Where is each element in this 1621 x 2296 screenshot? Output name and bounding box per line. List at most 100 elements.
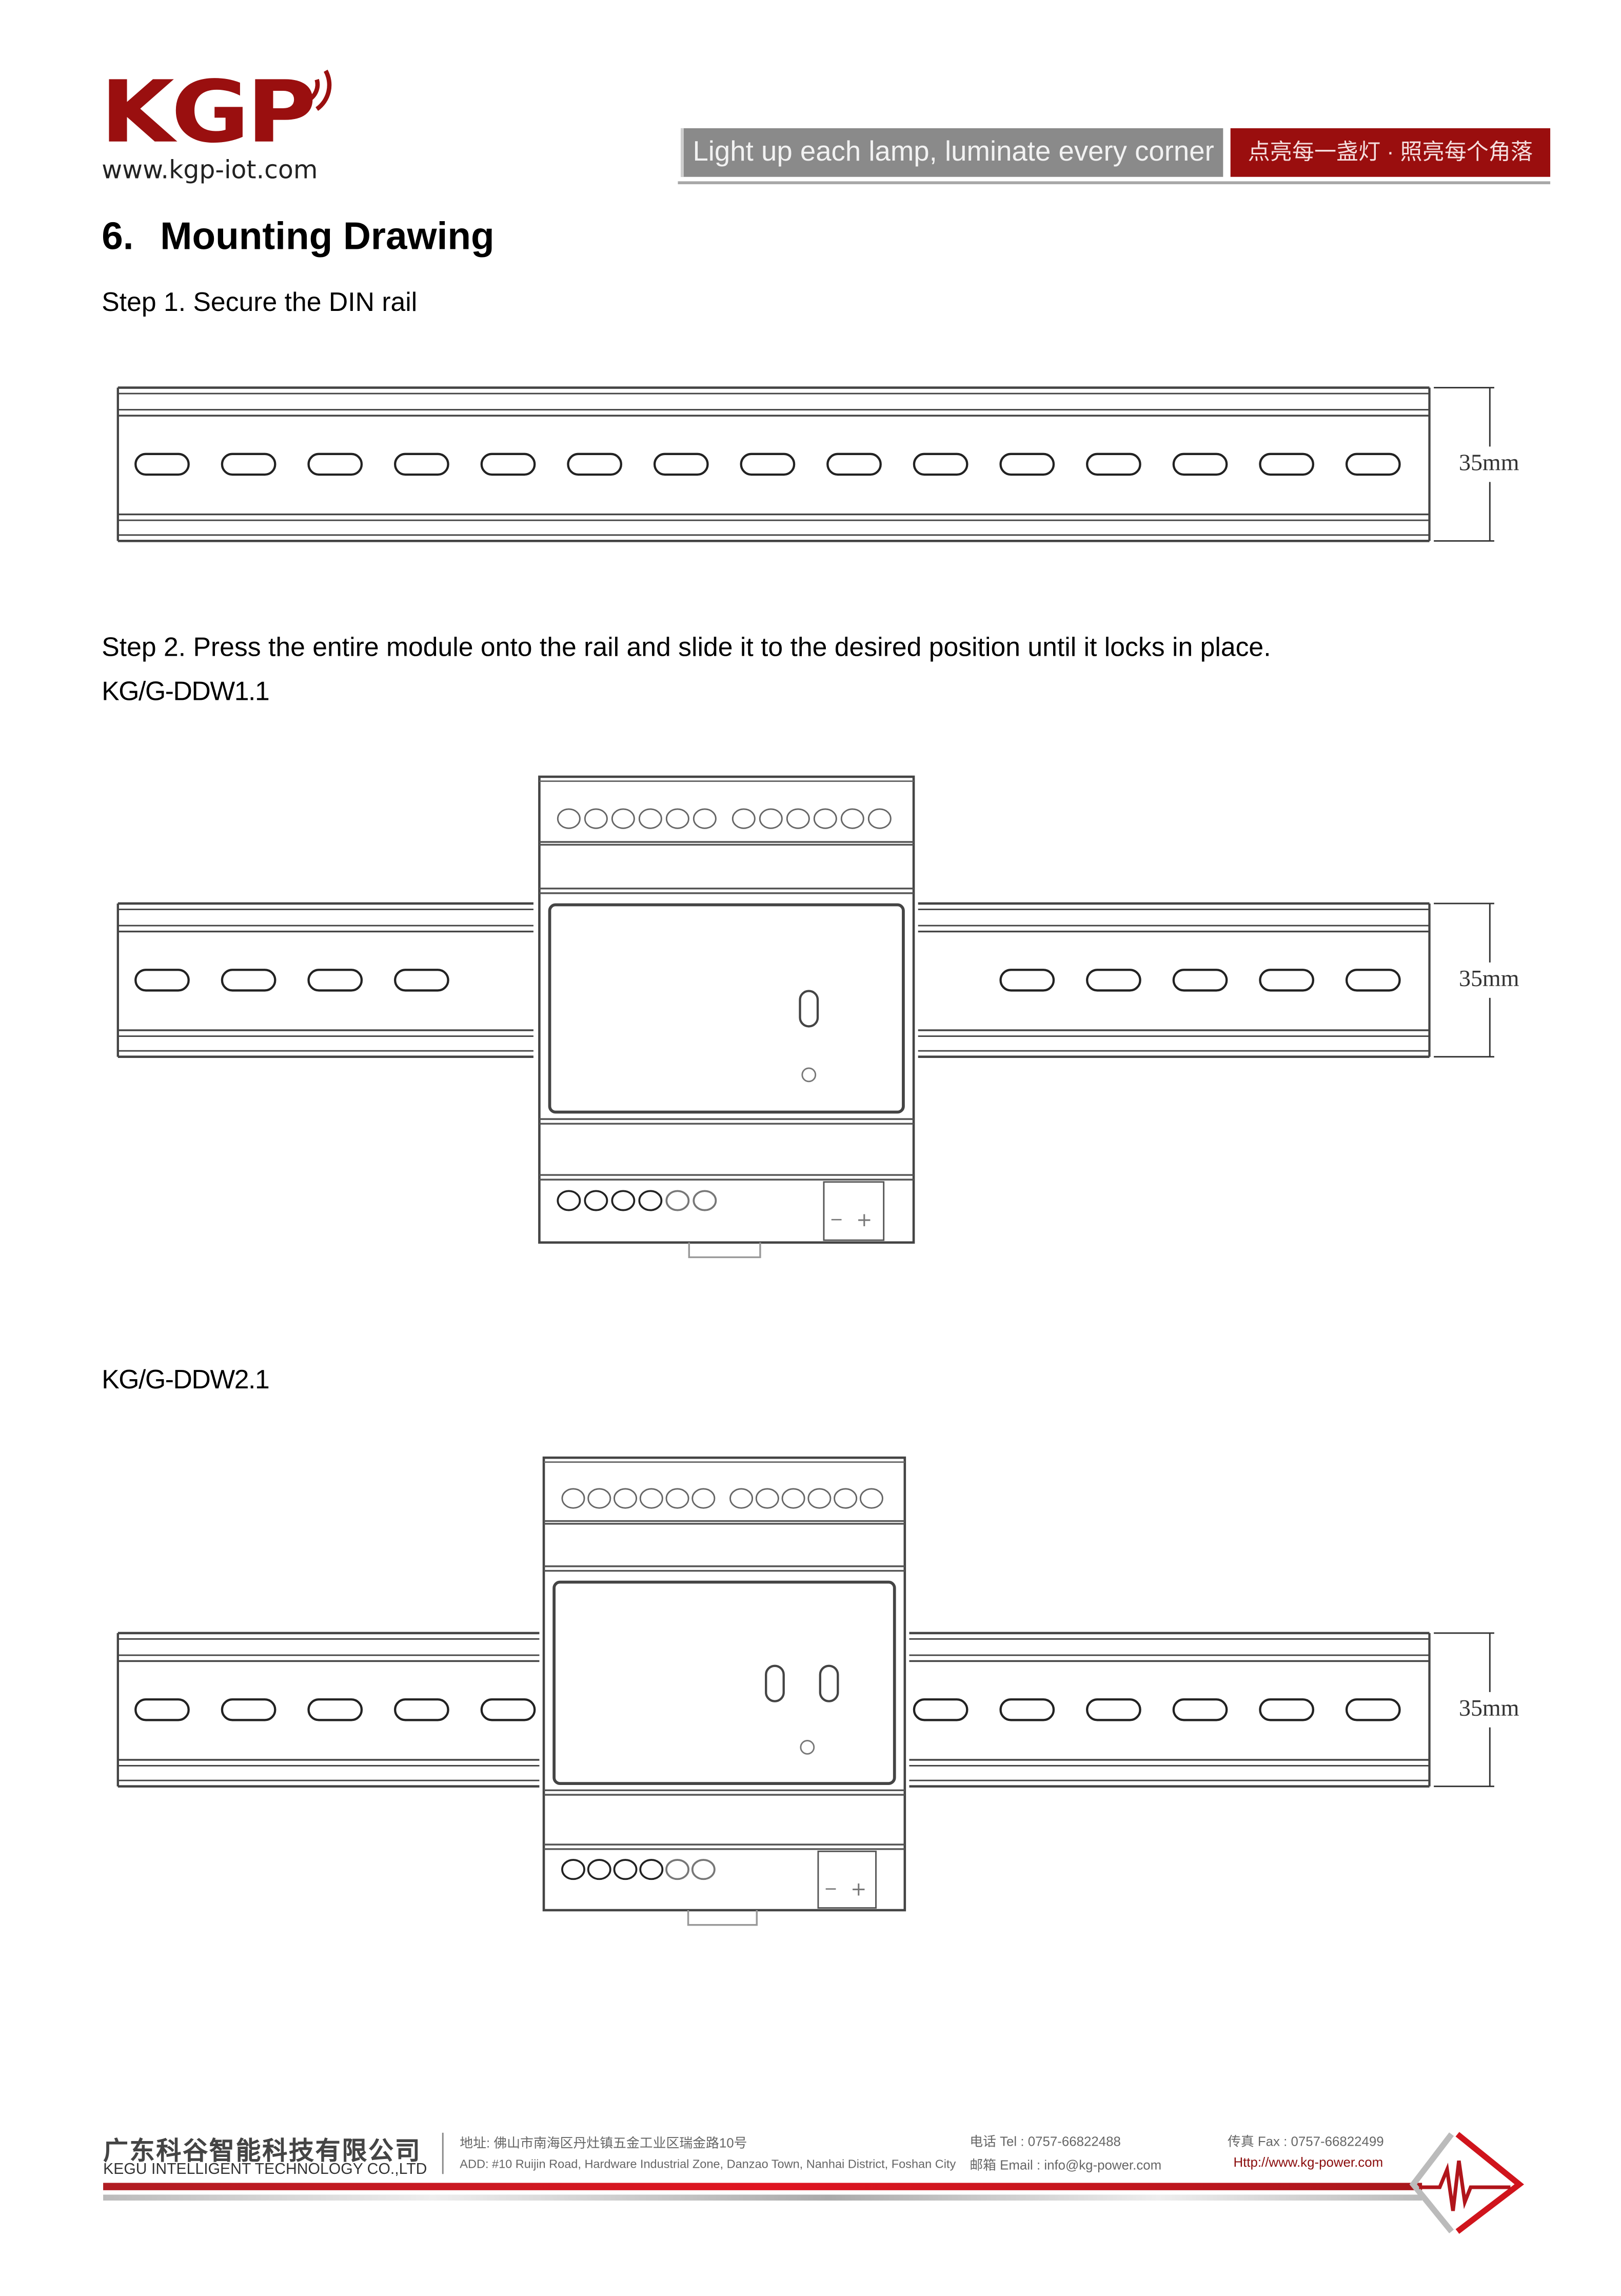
- rail-slot: [307, 453, 363, 476]
- rail-slot: [1259, 453, 1315, 476]
- terminal-screw: [759, 808, 783, 829]
- rail-slot: [653, 453, 709, 476]
- terminal-screw: [781, 1488, 805, 1509]
- status-led-digit: [799, 990, 819, 1028]
- footer-website-link[interactable]: Http://www.kg-power.com: [1233, 2154, 1383, 2170]
- rail-slot: [1259, 969, 1315, 992]
- status-led-digit: [765, 1664, 785, 1702]
- step-2-text: Step 2. Press the entire module onto the…: [102, 632, 1271, 662]
- rail-dimension-label-2: 35mm: [1458, 967, 1519, 992]
- terminal-screw: [587, 1488, 611, 1509]
- module-front-window: [548, 903, 905, 1114]
- rail-slot: [307, 1698, 363, 1721]
- rail-slot: [999, 1698, 1055, 1721]
- din-rail: [116, 1632, 1494, 1788]
- footer-company-en: KEGU INTELLIGENT TECHNOLOGY CO.,LTD: [103, 2161, 427, 2179]
- rail-slot: [221, 969, 276, 992]
- rail-slot: [999, 969, 1055, 992]
- din-clip: [687, 1910, 758, 1926]
- status-led-digit: [819, 1664, 839, 1702]
- footer-divider: [442, 2132, 444, 2174]
- terminal-screw: [813, 808, 837, 829]
- din-clip: [688, 1242, 761, 1259]
- wireless-signal-icon: [307, 69, 332, 111]
- slogan-english: Light up each lamp, luminate every corne…: [681, 128, 1223, 177]
- terminal-screw: [611, 808, 635, 829]
- rail-dimension-label-3: 35mm: [1458, 1696, 1519, 1722]
- logo-website: www.kgp-iot.com: [102, 156, 318, 186]
- terminal-screw: [614, 1488, 637, 1509]
- footer-address-cn: 地址: 佛山市南海区丹灶镇五金工业区瑞金路10号: [460, 2135, 747, 2151]
- terminal-screw: [639, 1859, 664, 1880]
- terminal-screw: [732, 808, 756, 829]
- footer-diamond-logo-icon: [1409, 2132, 1525, 2234]
- rail-slot: [913, 1698, 968, 1721]
- terminal-screw: [867, 808, 892, 829]
- rail-slot: [1172, 1698, 1228, 1721]
- terminal-screw: [613, 1859, 638, 1880]
- terminal-screw: [611, 1190, 636, 1211]
- rail-slot: [1172, 453, 1228, 476]
- rail-slot: [394, 453, 449, 476]
- rail-slot: [394, 1698, 449, 1721]
- rail-slot: [480, 1698, 536, 1721]
- terminal-screw: [729, 1488, 754, 1509]
- footer-address-en: ADD: #10 Ruijin Road, Hardware Industria…: [460, 2157, 956, 2171]
- rail-slot: [134, 453, 190, 476]
- power-connector: [817, 1850, 877, 1909]
- terminal-screw: [691, 1488, 716, 1509]
- terminal-screw: [786, 808, 810, 829]
- din-rail: [116, 386, 1494, 542]
- indicator-led-icon: [800, 1740, 815, 1755]
- terminal-screw: [665, 808, 689, 829]
- terminal-screw: [584, 808, 608, 829]
- rail-slot: [307, 969, 363, 992]
- terminal-screw: [639, 1488, 663, 1509]
- rail-slot: [1172, 969, 1228, 992]
- power-connector: [823, 1181, 885, 1241]
- terminal-screw: [638, 808, 662, 829]
- footer-red-stripe: [103, 2183, 1422, 2190]
- terminal-screw: [557, 1190, 581, 1211]
- rail-slot: [1259, 1698, 1315, 1721]
- rail-slot: [913, 453, 968, 476]
- rail-slot: [1086, 1698, 1141, 1721]
- terminal-screw: [859, 1488, 883, 1509]
- company-logo: KGP: [100, 62, 317, 162]
- terminal-screw: [834, 1488, 858, 1509]
- terminal-screw: [561, 1488, 585, 1509]
- terminal-screw: [691, 1859, 716, 1880]
- step-1-text: Step 1. Secure the DIN rail: [102, 287, 418, 317]
- minus-icon: −: [829, 1210, 843, 1229]
- terminal-screw: [755, 1488, 779, 1509]
- rail-slot: [1086, 969, 1141, 992]
- section-number: 6.: [102, 213, 134, 258]
- header-divider: [678, 181, 1551, 185]
- rail-slot: [1345, 969, 1401, 992]
- footer-fax: 传真 Fax : 0757-66822499: [1227, 2134, 1384, 2149]
- footer-tel: 电话 Tel : 0757-66822488: [970, 2134, 1121, 2149]
- slogan-chinese: 点亮每一盏灯 · 照亮每个角落: [1230, 128, 1551, 177]
- footer-email[interactable]: 邮箱 Email : info@kg-power.com: [970, 2157, 1162, 2173]
- rail-slot: [567, 453, 622, 476]
- terminal-screw: [561, 1859, 585, 1880]
- rail-slot: [999, 453, 1055, 476]
- rail-slot: [134, 969, 190, 992]
- module-front-window: [552, 1580, 896, 1785]
- terminal-screw: [807, 1488, 832, 1509]
- terminal-screw: [587, 1859, 611, 1880]
- terminal-screw: [584, 1190, 608, 1211]
- terminal-screw: [665, 1488, 689, 1509]
- plus-icon: +: [851, 1878, 866, 1900]
- model-label-2: KG/G-DDW2.1: [102, 1365, 270, 1395]
- rail-dimension-label-1: 35mm: [1458, 451, 1519, 476]
- footer-company-cn: 广东科谷智能科技有限公司: [103, 2137, 422, 2165]
- din-module: −+: [542, 1456, 906, 1926]
- section-title: Mounting Drawing: [160, 213, 495, 258]
- din-rail: [116, 902, 1494, 1058]
- din-module: −+: [538, 775, 915, 1259]
- indicator-led-icon: [801, 1067, 817, 1083]
- rail-slot: [134, 1698, 190, 1721]
